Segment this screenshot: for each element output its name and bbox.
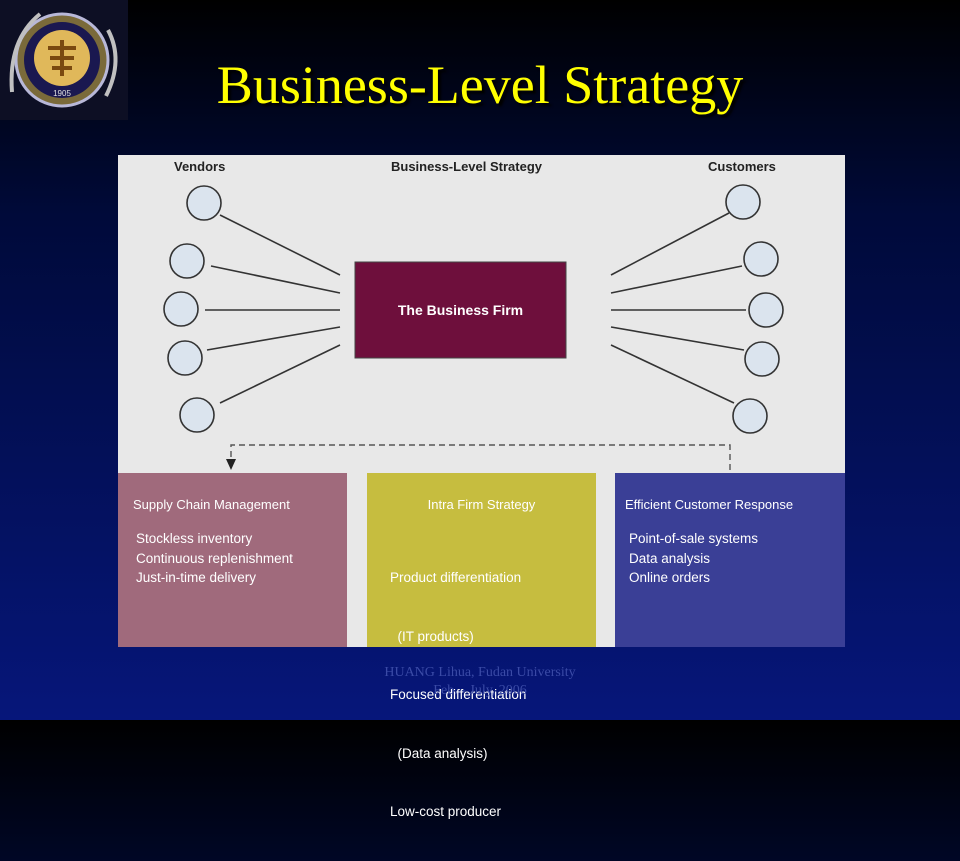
list-item: (IT products) bbox=[390, 628, 474, 644]
svg-text:1905: 1905 bbox=[53, 89, 71, 98]
connector-line bbox=[219, 344, 341, 404]
panel-supply-chain: Supply Chain Management Stockless invent… bbox=[118, 473, 347, 647]
panel-title: Supply Chain Management bbox=[133, 497, 290, 512]
vendor-node bbox=[186, 185, 222, 221]
header-customers: Customers bbox=[708, 159, 776, 174]
list-item: Online orders bbox=[629, 570, 711, 585]
connector-line bbox=[610, 344, 735, 404]
panel-intra-firm: Intra Firm Strategy Product differentiat… bbox=[367, 473, 596, 819]
feedback-dashed-line bbox=[230, 444, 731, 470]
customer-node bbox=[725, 184, 761, 220]
list-item: Stockless inventory bbox=[136, 531, 253, 546]
list-item: (Data analysis) bbox=[390, 745, 488, 761]
customer-node bbox=[744, 341, 780, 377]
vendor-node bbox=[163, 291, 199, 327]
customer-node bbox=[743, 241, 779, 277]
list-item: Focused differentiation bbox=[390, 687, 527, 702]
header-vendors: Vendors bbox=[174, 159, 226, 174]
footer-line-2: Feb. - July, 2006 bbox=[433, 683, 527, 698]
connector-line bbox=[219, 214, 341, 276]
list-item: Product differentiation bbox=[390, 570, 522, 585]
connector-line bbox=[210, 265, 341, 294]
strategy-diagram: Vendors Business-Level Strategy Customer… bbox=[118, 155, 845, 819]
customer-node bbox=[732, 398, 768, 434]
arrowhead-icon bbox=[226, 459, 236, 470]
list-item: Continuous replenishment bbox=[136, 550, 293, 566]
panel-items: Stockless inventory Continuous replenish… bbox=[136, 529, 293, 588]
connector-line bbox=[206, 326, 341, 351]
vendor-node bbox=[169, 243, 205, 279]
panel-title: Intra Firm Strategy bbox=[427, 497, 536, 512]
business-firm-box bbox=[354, 261, 567, 359]
customer-connectors bbox=[610, 212, 746, 404]
customer-node bbox=[748, 292, 784, 328]
connector-line bbox=[610, 212, 730, 276]
list-item: Just-in-time delivery bbox=[136, 570, 257, 585]
header-business-level-strategy: Business-Level Strategy bbox=[391, 159, 543, 174]
list-item: Point-of-sale systems bbox=[629, 531, 759, 546]
business-firm-label: The Business Firm bbox=[397, 302, 524, 318]
fudan-logo: 1905 bbox=[0, 0, 128, 120]
panel-title: Efficient Customer Response bbox=[625, 497, 794, 512]
footer: HUANG Lihua, Fudan University Feb. - Jul… bbox=[330, 664, 630, 700]
vendor-node bbox=[167, 340, 203, 376]
panel-items: Point-of-sale systems Data analysis Onli… bbox=[629, 529, 758, 588]
connector-line bbox=[610, 326, 745, 351]
panel-efficient-customer: Efficient Customer Response Point-of-sal… bbox=[615, 473, 845, 647]
footer-line-1: HUANG Lihua, Fudan University bbox=[384, 665, 576, 680]
slide-title: Business-Level Strategy bbox=[216, 55, 744, 115]
connector-line bbox=[610, 265, 743, 294]
list-item: Low-cost producer bbox=[390, 804, 502, 819]
list-item: Data analysis bbox=[629, 550, 711, 566]
vendor-connectors bbox=[205, 214, 341, 404]
vendor-node bbox=[179, 397, 215, 433]
